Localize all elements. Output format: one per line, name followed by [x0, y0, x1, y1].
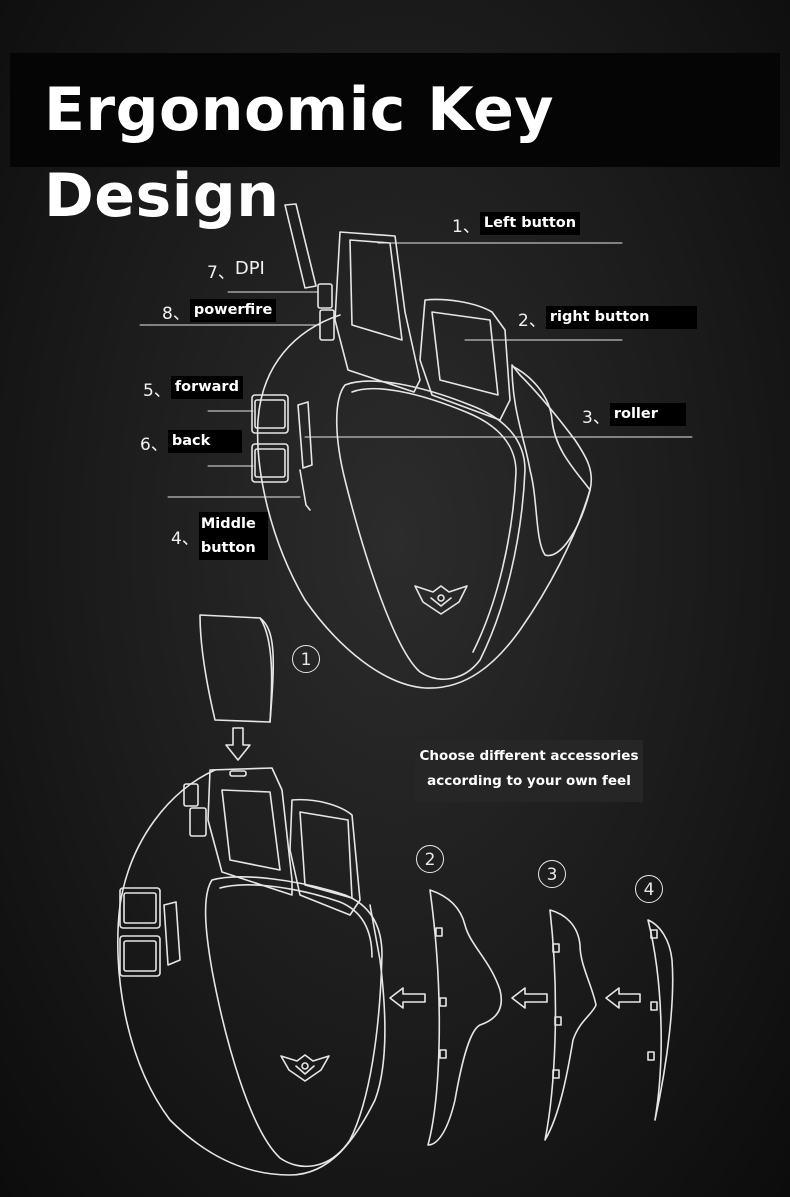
back-button — [251, 443, 289, 483]
label-powerfire: 8、powerfire — [162, 299, 277, 324]
mouse-shell — [256, 314, 593, 689]
cable-icon — [284, 203, 317, 289]
left-arrow-icon — [605, 987, 641, 1009]
grip-accessory-3 — [544, 909, 597, 1141]
grip-accessory-4 — [647, 919, 674, 1121]
title-banner: Ergonomic Key Design — [10, 53, 780, 231]
button-accessory — [199, 614, 273, 723]
left-button-top — [349, 239, 403, 341]
bottom-palm-rest — [204, 876, 383, 1168]
left-button-shape — [334, 231, 421, 393]
right-button-shape — [419, 298, 511, 421]
accessory-marker-1: 1 — [292, 645, 320, 673]
label-middle-button: 4、 Middle button — [171, 512, 268, 560]
palm-rest — [335, 380, 526, 680]
label-dpi: 7、DPI — [207, 258, 265, 283]
label-roller: 3、roller — [582, 403, 686, 428]
accessory-note: Choose different accessories according t… — [415, 740, 643, 802]
top-mouse-drawing — [139, 203, 693, 689]
bottom-right-button — [289, 798, 361, 916]
dpi-button — [317, 283, 333, 309]
label-right-button: 2、right button — [518, 306, 698, 331]
bottom-mouse-shell — [116, 769, 386, 1176]
label-back: 6、back — [140, 430, 243, 455]
bottom-left-button — [207, 767, 293, 896]
accessory-marker-2: 2 — [416, 845, 444, 873]
logo-icon — [414, 585, 468, 615]
bottom-logo-icon — [280, 1054, 330, 1082]
left-arrow-icon — [389, 987, 426, 1009]
label-left-button: 1、Left button — [452, 212, 581, 237]
bottom-mouse-drawing — [116, 767, 386, 1176]
down-arrow-icon — [225, 727, 251, 761]
right-button-inner — [431, 311, 499, 396]
palm-inner-line — [351, 387, 517, 653]
accessory-marker-4: 4 — [635, 875, 663, 903]
powerfire-button — [319, 309, 335, 341]
page-title: Ergonomic Key Design — [44, 75, 554, 231]
forward-button — [251, 394, 289, 434]
accessory-marker-3: 3 — [538, 860, 566, 888]
label-forward: 5、forward — [143, 376, 243, 401]
roller-grip — [511, 365, 591, 557]
grip-accessory-2 — [427, 889, 502, 1146]
middle-side-button — [297, 401, 313, 469]
left-arrow-icon — [511, 987, 548, 1009]
